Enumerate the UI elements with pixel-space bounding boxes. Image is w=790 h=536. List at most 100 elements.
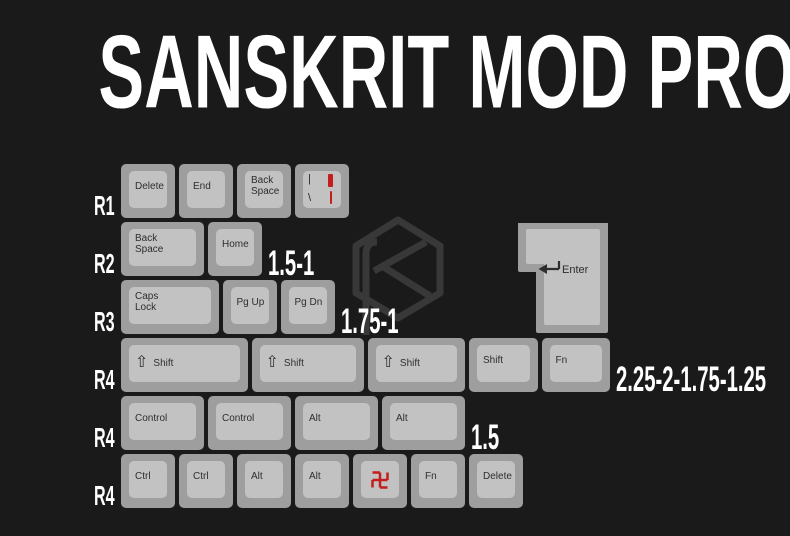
row-label: R4: [94, 421, 115, 454]
size-annotation: 2.25-2-1.75-1.25: [616, 360, 767, 400]
keycap-shift: ⇧ Shift: [251, 338, 364, 392]
keycap-top: Fn: [419, 461, 457, 498]
row-label: R4: [94, 479, 115, 512]
keycap-caps-lock: Caps Lock: [121, 280, 219, 334]
keycap-top: Fn: [549, 345, 602, 382]
key-legend: Back Space: [135, 233, 164, 255]
keycap-top: Back Space: [245, 171, 283, 208]
keycap-shift: Shift: [469, 338, 538, 392]
row-label: R4: [94, 363, 115, 396]
keycap-enter: Enter: [518, 223, 608, 333]
key-legend-text: Shift: [283, 358, 304, 369]
danda-icon: [329, 191, 332, 204]
keycap-top: ⇧ Shift: [129, 345, 240, 382]
brand-watermark-k-icon: [352, 216, 444, 335]
double-danda-icon: [328, 174, 333, 187]
keycap-top: Shift: [477, 345, 530, 382]
key-legend: Alt: [396, 413, 408, 424]
keycap-top: Alt: [245, 461, 283, 498]
keycap-top: Caps Lock: [129, 287, 211, 324]
keycap-top: Ctrl: [187, 461, 225, 498]
size-annotation: 1.5-1: [268, 244, 315, 284]
enter-legend: Enter: [562, 264, 589, 276]
keycap-control: Control: [121, 396, 204, 450]
page-title: SANSKRIT MOD PRO: [98, 12, 790, 130]
keycap-top: [361, 461, 399, 498]
keycap-page-up: Pg Up: [222, 280, 277, 334]
keycap-alt: Alt: [237, 454, 291, 508]
key-legend: ⇧ Shift: [381, 354, 458, 372]
shift-arrow-icon: ⇧: [381, 354, 395, 371]
keycap-top: Back Space: [129, 229, 196, 266]
key-legend: Delete: [135, 181, 164, 192]
key-legend: Fn: [555, 355, 568, 366]
keycap-delete: Delete: [469, 454, 523, 508]
keycap-top: Pg Up: [230, 287, 269, 324]
key-legend: Alt: [309, 413, 321, 424]
keycap-pipe-danda: |\: [295, 164, 349, 218]
keycap-top: ⇧ Shift: [259, 345, 356, 382]
shift-arrow-icon: ⇧: [265, 354, 279, 371]
keycap-backspace: Back Space: [121, 222, 204, 276]
keycap-alt: Alt: [295, 454, 349, 508]
keycap-delete: Delete: [121, 164, 175, 218]
key-legend: Delete: [483, 471, 512, 482]
keycap-top: Alt: [303, 403, 370, 440]
keycap-top: Alt: [303, 461, 341, 498]
keycap-backspace: Back Space: [237, 164, 291, 218]
key-legend: Control: [135, 413, 168, 424]
backslash-legend: \: [308, 192, 312, 204]
key-legend: End: [193, 181, 211, 192]
key-legend: Alt: [251, 471, 263, 482]
keycap-shift: ⇧ Shift: [121, 338, 248, 392]
row-label: R2: [94, 247, 115, 280]
keycap-alt: Alt: [382, 396, 465, 450]
keycap-home: Home: [208, 222, 262, 276]
keycap-fn: Fn: [411, 454, 465, 508]
key-legend: Alt: [309, 471, 321, 482]
keycap-top: |\: [303, 171, 341, 208]
key-legend: Home: [222, 239, 249, 250]
keycap-top: Control: [129, 403, 196, 440]
size-annotation: 1.5: [471, 418, 500, 458]
key-legend: ⇧ Shift: [135, 354, 240, 372]
row-label: R3: [94, 305, 115, 338]
keycap-swastika: [353, 454, 407, 508]
keycap-top: Delete: [129, 171, 167, 208]
key-legend-text: Shift: [153, 358, 174, 369]
keycap-shift: ⇧ Shift: [367, 338, 465, 392]
key-legend: Shift: [483, 355, 504, 366]
keycap-top: ⇧ Shift: [375, 345, 458, 382]
key-legend: Ctrl: [193, 471, 209, 482]
keycap-control: Control: [208, 396, 291, 450]
pipe-legend: |: [308, 173, 311, 185]
keycap-top: End: [187, 171, 225, 208]
key-legend: Pg Dn: [294, 297, 323, 308]
keycap-top: Home: [216, 229, 254, 266]
size-annotation: 1.75-1: [340, 302, 399, 342]
keycap-top: Alt: [390, 403, 457, 440]
key-legend: Ctrl: [135, 471, 151, 482]
return-arrow-icon: [538, 261, 561, 274]
keycap-page-down: Pg Dn: [280, 280, 335, 334]
keycap-top: Control: [216, 403, 283, 440]
key-legend: Caps Lock: [135, 291, 159, 313]
title-wrap: SANSKRIT MOD PRO: [0, 19, 790, 123]
key-legend: Pg Up: [236, 297, 265, 308]
keycap-alt: Alt: [295, 396, 378, 450]
row-label: R1: [94, 189, 115, 222]
key-legend: Control: [222, 413, 255, 424]
shift-arrow-icon: ⇧: [135, 354, 149, 371]
keycap-fn: Fn: [541, 338, 610, 392]
key-legend: Back Space: [251, 175, 280, 197]
keycap-top: Ctrl: [129, 461, 167, 498]
keycap-top: Delete: [477, 461, 515, 498]
key-legend: Fn: [425, 471, 437, 482]
keycap-ctrl: Ctrl: [121, 454, 175, 508]
keycap-top: Pg Dn: [288, 287, 327, 324]
swastika-icon: [371, 470, 389, 489]
keycap-end: End: [179, 164, 233, 218]
keycap-ctrl: Ctrl: [179, 454, 233, 508]
key-legend-text: Shift: [399, 358, 420, 369]
